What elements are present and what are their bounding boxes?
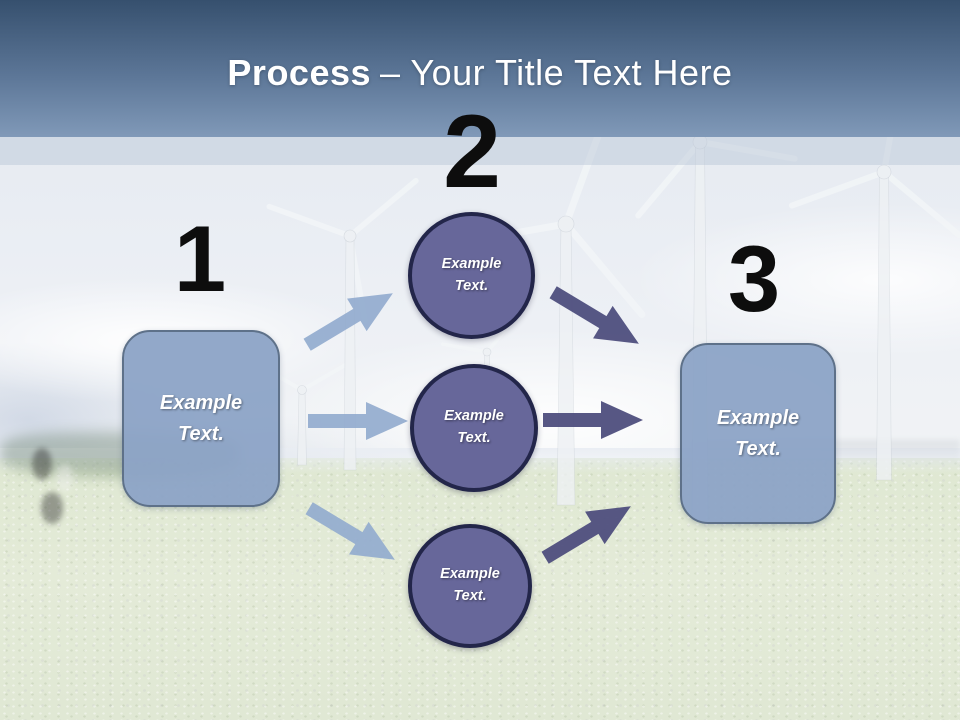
title-emphasis: Process [227, 52, 372, 93]
title-text: – Your Title Text Here [380, 52, 733, 93]
process-circle-middle-label: Example Text. [444, 408, 504, 446]
arrow-left-to-top-circle [296, 274, 404, 363]
arrow-middle-circle-to-right [543, 398, 643, 442]
slide-header: Process– Your Title Text Here [0, 0, 960, 137]
process-box-end-label: Example Text. [716, 406, 800, 460]
process-circle-top: Example Text. [408, 212, 535, 339]
step-number-3: 3 [727, 226, 781, 331]
process-circle-middle: Example Text. [410, 364, 538, 492]
process-box-start: Example Text. [122, 330, 280, 507]
cow-silhouette [10, 436, 110, 536]
arrow-left-to-bottom-circle [298, 489, 406, 578]
step-number-2: 2 [443, 94, 501, 210]
process-circle-top-label: Example Text. [441, 255, 502, 294]
process-circle-bottom: Example Text. [408, 524, 532, 648]
slide-title: Process– Your Title Text Here [0, 52, 960, 94]
process-box-end: Example Text. [680, 343, 836, 524]
step-number-1: 1 [173, 206, 227, 311]
process-circle-bottom-label: Example Text. [440, 566, 500, 604]
process-box-start-label: Example Text. [159, 391, 243, 445]
arrow-left-to-middle-circle [308, 399, 408, 443]
arrow-bottom-circle-to-right [534, 487, 642, 576]
arrow-top-circle-to-right [542, 273, 650, 362]
